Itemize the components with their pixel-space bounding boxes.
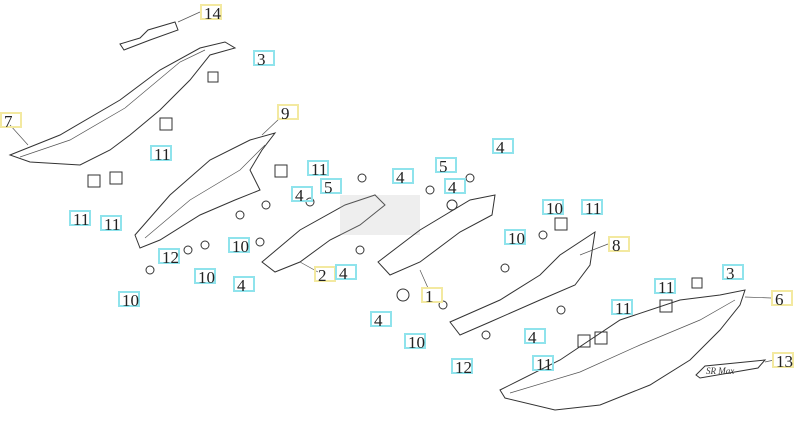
callout-4: 4 [492, 138, 514, 156]
callout-11: 11 [307, 160, 329, 178]
callout-3: 3 [253, 50, 275, 68]
callout-11: 11 [100, 215, 122, 233]
callout-10: 10 [504, 229, 526, 247]
callout-7: 7 [0, 112, 22, 130]
callout-4: 4 [392, 168, 414, 186]
callout-11: 11 [654, 278, 676, 296]
svg-text:SR Max: SR Max [706, 366, 734, 376]
part-8-rail [449, 230, 596, 336]
fasteners [87, 71, 703, 348]
callout-12: 12 [158, 248, 180, 266]
callout-13: 13 [772, 352, 794, 370]
part-13-emblem: SR Max [695, 359, 767, 379]
callout-10: 10 [118, 291, 140, 309]
part-7-side-cover [8, 41, 237, 166]
callout-4: 4 [524, 328, 546, 346]
part-14-trim-strip [119, 21, 179, 51]
callout-11: 11 [532, 355, 554, 373]
callout-10: 10 [194, 268, 216, 286]
part-9-inner-panel [134, 132, 277, 249]
callout-11: 11 [69, 210, 91, 228]
callout-9: 9 [277, 104, 299, 122]
callout-10: 10 [542, 199, 564, 217]
callout-4: 4 [233, 276, 255, 294]
callout-4: 4 [291, 186, 313, 204]
callout-6: 6 [771, 290, 793, 308]
callout-8: 8 [608, 236, 630, 254]
callout-2: 2 [314, 266, 336, 284]
callout-11: 11 [581, 199, 603, 217]
callout-3: 3 [722, 264, 744, 282]
callout-1: 1 [421, 287, 443, 305]
callout-12: 12 [451, 358, 473, 376]
callout-5: 5 [320, 178, 342, 196]
callout-10: 10 [228, 237, 250, 255]
callout-11: 11 [150, 145, 172, 163]
part-6-lower-cover [499, 289, 746, 411]
callout-4: 4 [335, 264, 357, 282]
callout-5: 5 [435, 157, 457, 175]
callout-11: 11 [611, 299, 633, 317]
part-1-bracket [377, 194, 496, 276]
callout-14: 14 [200, 4, 222, 22]
callout-10: 10 [404, 333, 426, 351]
part-2-bracket [261, 194, 386, 273]
callout-4: 4 [444, 178, 466, 196]
callout-4: 4 [370, 311, 392, 329]
